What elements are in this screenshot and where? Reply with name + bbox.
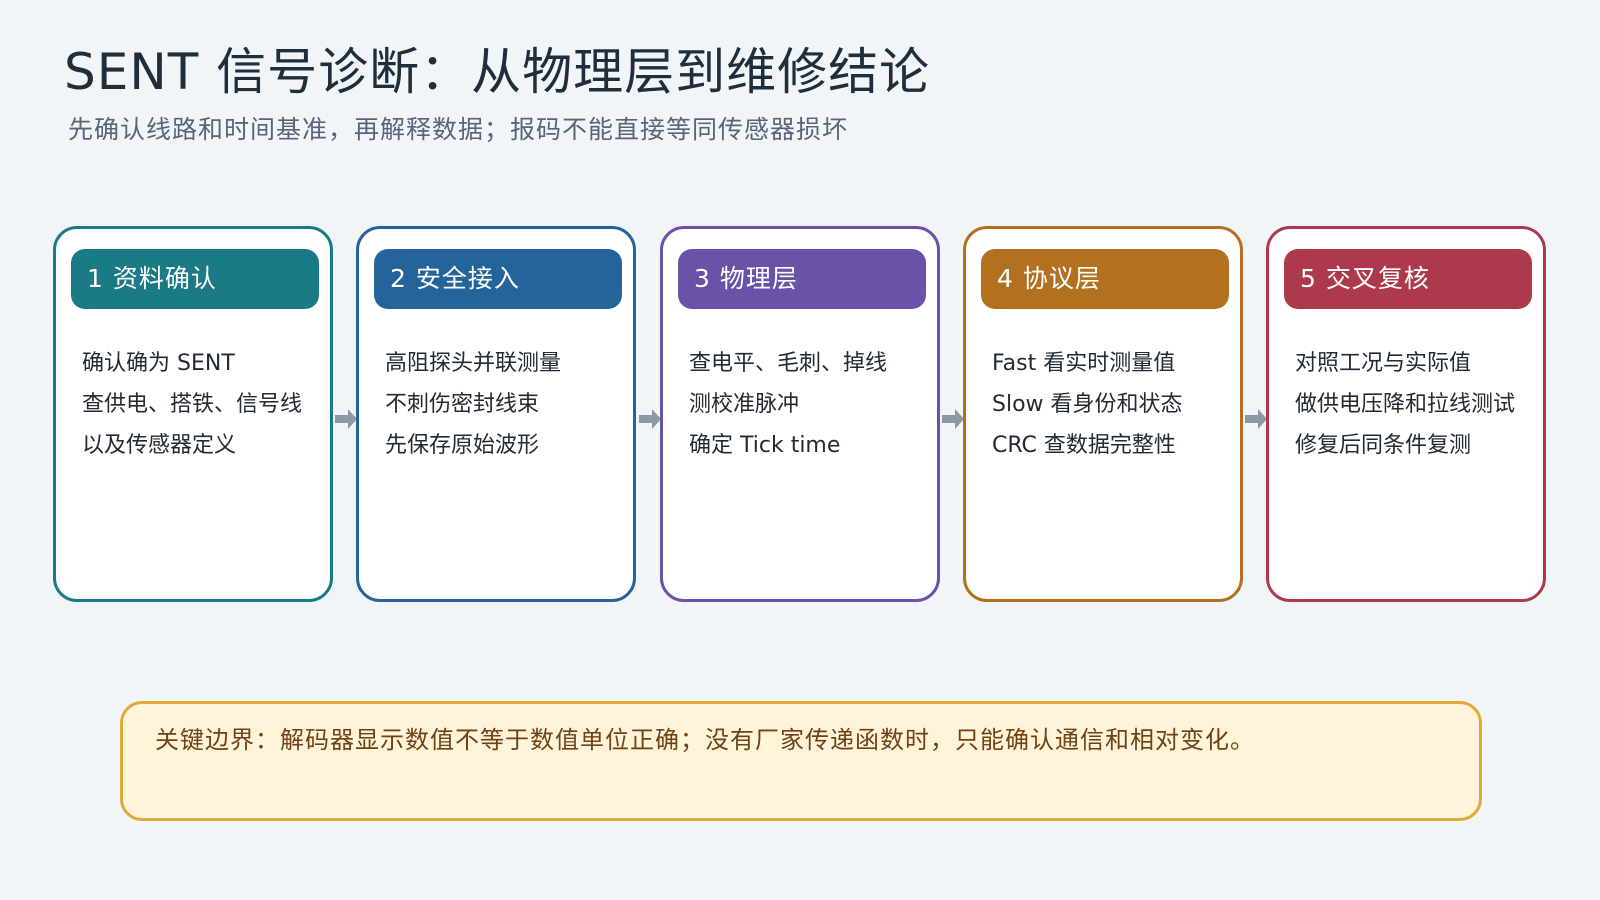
step-lines-3: 查电平、毛刺、掉线 测校准脉冲 确定 Tick time <box>689 343 887 466</box>
page-title: SENT 信号诊断：从物理层到维修结论 <box>64 43 931 101</box>
step-lines-1: 确认确为 SENT 查供电、搭铁、信号线 以及传感器定义 <box>82 343 302 466</box>
step-4-line-3: CRC 查数据完整性 <box>992 433 1176 458</box>
process-flow: 1 资料确认 确认确为 SENT 查供电、搭铁、信号线 以及传感器定义 2 安全… <box>53 226 1546 602</box>
step-header-3: 3 物理层 <box>678 249 926 309</box>
key-boundary-note: 关键边界：解码器显示数值不等于数值单位正确；没有厂家传递函数时，只能确认通信和相… <box>120 701 1482 821</box>
page-subtitle: 先确认线路和时间基准，再解释数据；报码不能直接等同传感器损坏 <box>68 115 849 144</box>
step-header-2: 2 安全接入 <box>374 249 622 309</box>
step-3-line-1: 查电平、毛刺、掉线 <box>689 351 888 376</box>
step-header-1: 1 资料确认 <box>71 249 319 309</box>
step-4-line-1: Fast 看实时测量值 <box>992 351 1176 376</box>
step-2-line-2: 不刺伤密封线束 <box>385 392 540 417</box>
step-lines-2: 高阻探头并联测量 不刺伤密封线束 先保存原始波形 <box>385 343 561 466</box>
arrow-right-icon <box>334 407 358 431</box>
step-1-line-2: 查供电、搭铁、信号线 <box>82 392 303 417</box>
step-5-line-1: 对照工况与实际值 <box>1295 351 1472 376</box>
step-5-line-3: 修复后同条件复测 <box>1295 433 1472 458</box>
step-5-line-2: 做供电压降和拉线测试 <box>1295 392 1516 417</box>
note-text: 关键边界：解码器显示数值不等于数值单位正确；没有厂家传递函数时，只能确认通信和相… <box>155 726 1255 754</box>
step-3-line-2: 测校准脉冲 <box>689 392 800 417</box>
arrow-right-icon <box>1244 407 1268 431</box>
step-2-line-1: 高阻探头并联测量 <box>385 351 562 376</box>
step-card-4: 4 协议层 Fast 看实时测量值 Slow 看身份和状态 CRC 查数据完整性 <box>963 226 1243 602</box>
arrow-right-icon <box>941 407 965 431</box>
step-header-4: 4 协议层 <box>981 249 1229 309</box>
step-3-line-3: 确定 Tick time <box>689 433 841 458</box>
step-1-line-1: 确认确为 SENT <box>82 351 235 376</box>
step-card-2: 2 安全接入 高阻探头并联测量 不刺伤密封线束 先保存原始波形 <box>356 226 636 602</box>
step-card-1: 1 资料确认 确认确为 SENT 查供电、搭铁、信号线 以及传感器定义 <box>53 226 333 602</box>
step-1-line-3: 以及传感器定义 <box>82 433 237 458</box>
step-2-line-3: 先保存原始波形 <box>385 433 540 458</box>
step-header-5: 5 交叉复核 <box>1284 249 1532 309</box>
step-card-5: 5 交叉复核 对照工况与实际值 做供电压降和拉线测试 修复后同条件复测 <box>1266 226 1546 602</box>
step-4-line-2: Slow 看身份和状态 <box>992 392 1183 417</box>
step-card-3: 3 物理层 查电平、毛刺、掉线 测校准脉冲 确定 Tick time <box>660 226 940 602</box>
step-lines-4: Fast 看实时测量值 Slow 看身份和状态 CRC 查数据完整性 <box>992 343 1183 466</box>
step-lines-5: 对照工况与实际值 做供电压降和拉线测试 修复后同条件复测 <box>1295 343 1515 466</box>
arrow-right-icon <box>638 407 662 431</box>
